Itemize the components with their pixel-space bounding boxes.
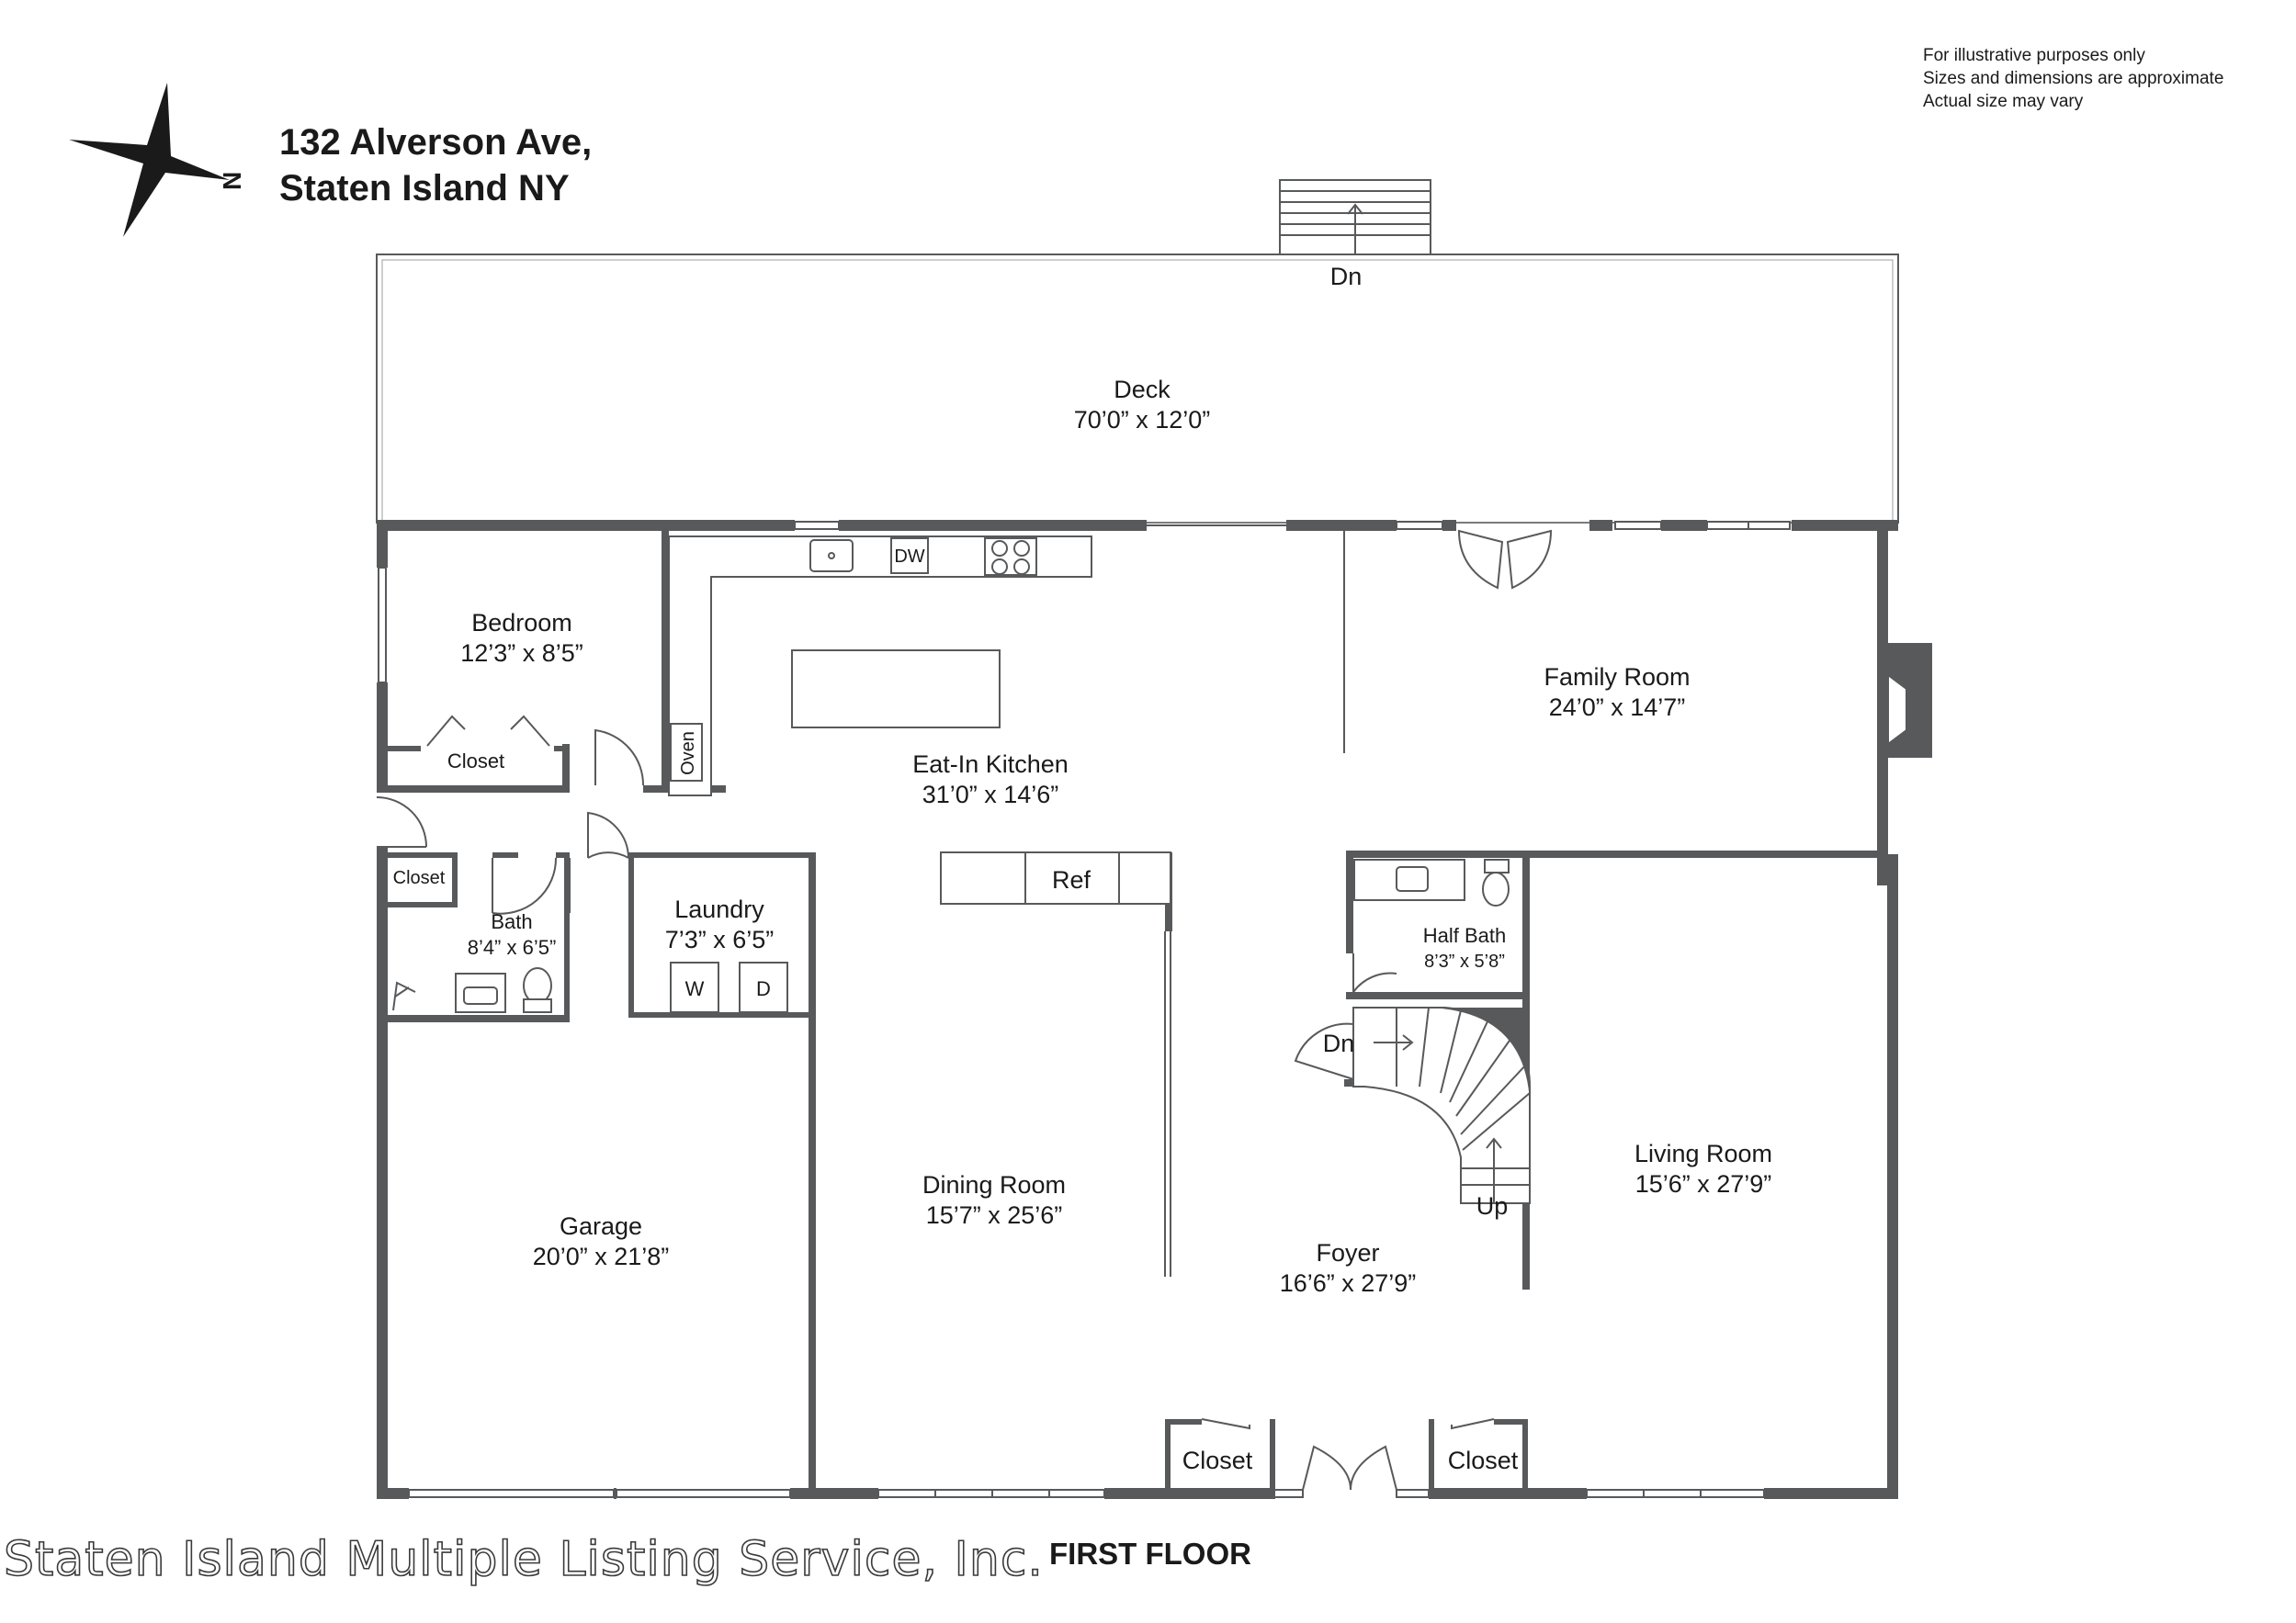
bedroom-dims: 12’3” x 8’5” xyxy=(460,639,583,667)
half-bath-dims: 8’3” x 5’8” xyxy=(1424,952,1505,972)
room-labels: Deck 70’0” x 12’0” Bedroom 12’3” x 8’5” … xyxy=(393,263,1772,1474)
half-bath-name: Half Bath xyxy=(1423,924,1507,947)
bedroom-closet-label: Closet xyxy=(447,750,504,772)
floor-label: FIRST FLOOR xyxy=(1049,1537,1251,1571)
kitchen-dims: 31’0” x 14’6” xyxy=(922,781,1059,808)
dining-dims: 15’7” x 25’6” xyxy=(926,1201,1063,1229)
foyer-name: Foyer xyxy=(1316,1239,1379,1267)
dryer-label: D xyxy=(756,977,771,1000)
family-dims: 24’0” x 14’7” xyxy=(1549,693,1686,721)
garage-dims: 20’0” x 21’8” xyxy=(533,1243,670,1270)
bath-dims: 8’4” x 6’5” xyxy=(468,936,557,959)
watermark: Staten Island Multiple Listing Service, … xyxy=(3,1531,1044,1588)
disclaimer: For illustrative purposes only Sizes and… xyxy=(1923,44,2223,113)
front-closet-right-label: Closet xyxy=(1448,1447,1519,1474)
deck-dims: 70’0” x 12’0” xyxy=(1074,406,1211,434)
kitchen-counters xyxy=(668,535,1171,905)
living-name: Living Room xyxy=(1634,1140,1772,1167)
bedroom-closet-doors xyxy=(426,715,550,747)
address-line-2: Staten Island NY xyxy=(279,168,570,209)
deck-stairs xyxy=(1279,179,1431,255)
compass-n-label: N xyxy=(218,172,246,190)
ref-label: Ref xyxy=(1052,866,1091,894)
laundry-name: Laundry xyxy=(674,896,764,923)
dining-name: Dining Room xyxy=(922,1171,1066,1199)
deck-name: Deck xyxy=(1114,376,1171,403)
front-closet-left-label: Closet xyxy=(1182,1447,1253,1474)
stairs-up-label: Up xyxy=(1476,1192,1509,1220)
fireplace xyxy=(1887,673,1907,746)
oven-label: Oven xyxy=(678,731,698,775)
bath-fixtures xyxy=(392,967,552,1013)
laundry-dims: 7’3” x 6’5” xyxy=(665,926,775,953)
deck-stairs-dn-label: Dn xyxy=(1330,263,1363,290)
door-swings xyxy=(376,529,1553,1491)
bedroom-name: Bedroom xyxy=(471,609,572,637)
disclaimer-line: Actual size may vary xyxy=(1923,92,2084,111)
foyer-dims: 16’6” x 27’9” xyxy=(1280,1269,1417,1297)
laundry-fixtures xyxy=(670,962,788,1013)
washer-label: W xyxy=(685,977,705,1000)
exterior-walls xyxy=(377,520,1932,1499)
stairs xyxy=(1294,1007,1531,1204)
stairs-dn-label: Dn xyxy=(1323,1030,1355,1057)
living-dims: 15’6” x 27’9” xyxy=(1635,1170,1772,1198)
garage-name: Garage xyxy=(560,1212,642,1240)
dw-label: DW xyxy=(894,547,924,567)
address-line-1: 132 Alverson Ave, xyxy=(279,122,593,163)
family-name: Family Room xyxy=(1544,663,1690,691)
kitchen-name: Eat-In Kitchen xyxy=(912,750,1069,778)
half-bath-fixtures xyxy=(1353,859,1510,907)
bath-closet-label: Closet xyxy=(393,868,446,888)
disclaimer-line: For illustrative purposes only xyxy=(1923,46,2145,65)
disclaimer-line: Sizes and dimensions are approximate xyxy=(1923,69,2224,88)
north-arrow-icon xyxy=(69,83,230,237)
bath-name: Bath xyxy=(491,910,532,933)
